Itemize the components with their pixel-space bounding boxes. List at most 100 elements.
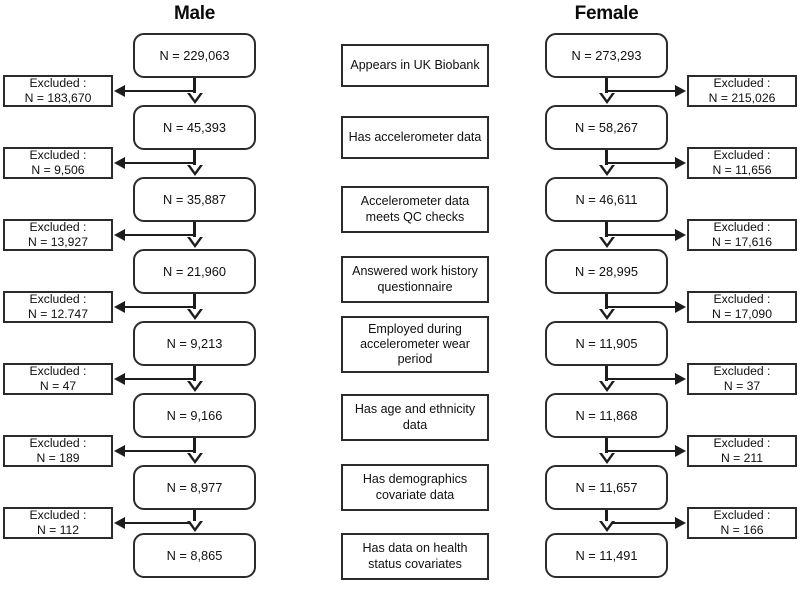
arrowhead-down-male-5 <box>186 381 203 392</box>
arrowhead-excluded-male-6 <box>114 445 125 457</box>
arrowhead-excluded-female-7 <box>675 517 686 529</box>
excluded-box-male-6: Excluded :N = 189 <box>3 435 113 467</box>
excluded-label-male-4: Excluded : <box>29 292 87 307</box>
connector-stem-male-2 <box>193 150 196 166</box>
count-box-female-5: N = 11,905 <box>545 321 668 366</box>
excluded-box-male-2: Excluded :N = 9,506 <box>3 147 113 179</box>
arrowhead-excluded-male-5 <box>114 373 125 385</box>
excluded-box-female-2: Excluded :N = 11,656 <box>687 147 797 179</box>
excluded-label-female-4: Excluded : <box>713 292 771 307</box>
criterion-box-3: Accelerometer data meets QC checks <box>341 186 489 233</box>
excluded-value-female-7: N = 166 <box>720 523 764 537</box>
connector-branch-male-2 <box>122 162 195 164</box>
excluded-value-male-4: N = 12.747 <box>28 307 88 321</box>
count-box-female-4: N = 28,995 <box>545 249 668 294</box>
connector-branch-male-6 <box>122 450 195 452</box>
column-title-male: Male <box>173 3 216 24</box>
arrowhead-excluded-male-7 <box>114 517 125 529</box>
connector-stem-male-4 <box>193 294 196 310</box>
connector-stem-female-2 <box>605 150 608 166</box>
excluded-value-male-5: N = 47 <box>39 379 77 393</box>
arrowhead-excluded-female-3 <box>675 229 686 241</box>
excluded-label-male-2: Excluded : <box>29 148 87 163</box>
connector-branch-female-3 <box>606 234 677 236</box>
arrowhead-down-male-3 <box>186 237 203 248</box>
excluded-label-female-6: Excluded : <box>713 436 771 451</box>
count-box-male-5: N = 9,213 <box>133 321 256 366</box>
arrowhead-down-female-4 <box>598 309 615 320</box>
excluded-box-male-1: Excluded :N = 183,670 <box>3 75 113 107</box>
excluded-value-male-6: N = 189 <box>36 451 80 465</box>
excluded-label-male-1: Excluded : <box>29 76 87 91</box>
arrowhead-excluded-female-4 <box>675 301 686 313</box>
criterion-box-2: Has accelerometer data <box>341 116 489 159</box>
arrowhead-down-male-1 <box>186 93 203 104</box>
excluded-value-female-3: N = 17,616 <box>712 235 772 249</box>
arrowhead-down-female-1 <box>598 93 615 104</box>
connector-stem-female-1 <box>605 78 608 94</box>
arrowhead-down-male-6 <box>186 453 203 464</box>
arrowhead-down-female-2 <box>598 165 615 176</box>
arrowhead-down-female-5 <box>598 381 615 392</box>
arrowhead-excluded-female-6 <box>675 445 686 457</box>
count-box-female-3: N = 46,611 <box>545 177 668 222</box>
arrowhead-excluded-male-1 <box>114 85 125 97</box>
connector-branch-female-5 <box>606 378 677 380</box>
count-box-male-4: N = 21,960 <box>133 249 256 294</box>
connector-branch-male-7 <box>122 522 195 524</box>
excluded-box-male-5: Excluded :N = 47 <box>3 363 113 395</box>
arrowhead-excluded-male-4 <box>114 301 125 313</box>
connector-stem-female-5 <box>605 366 608 382</box>
connector-branch-male-1 <box>122 90 195 92</box>
column-title-female: Female <box>574 3 639 24</box>
excluded-box-male-3: Excluded :N = 13,927 <box>3 219 113 251</box>
excluded-label-female-3: Excluded : <box>713 220 771 235</box>
connector-stem-female-3 <box>605 222 608 238</box>
arrowhead-down-female-7 <box>598 521 615 532</box>
excluded-value-male-7: N = 112 <box>36 523 80 537</box>
criterion-box-5: Employed during accelerometer wear perio… <box>341 316 489 373</box>
connector-stem-female-6 <box>605 438 608 454</box>
arrowhead-excluded-female-5 <box>675 373 686 385</box>
count-box-female-8: N = 11,491 <box>545 533 668 578</box>
count-box-male-3: N = 35,887 <box>133 177 256 222</box>
count-box-male-1: N = 229,063 <box>133 33 256 78</box>
connector-stem-male-7 <box>193 510 196 522</box>
connector-stem-male-6 <box>193 438 196 454</box>
count-box-female-2: N = 58,267 <box>545 105 668 150</box>
connector-branch-female-2 <box>606 162 677 164</box>
excluded-value-female-6: N = 211 <box>720 451 764 465</box>
connector-branch-male-4 <box>122 306 195 308</box>
count-box-male-6: N = 9,166 <box>133 393 256 438</box>
criterion-box-4: Answered work history questionnaire <box>341 256 489 303</box>
excluded-value-male-2: N = 9,506 <box>31 163 85 177</box>
connector-branch-male-5 <box>122 378 195 380</box>
count-box-female-6: N = 11,868 <box>545 393 668 438</box>
count-box-male-8: N = 8,865 <box>133 533 256 578</box>
excluded-box-female-6: Excluded :N = 211 <box>687 435 797 467</box>
connector-stem-male-5 <box>193 366 196 382</box>
count-box-male-7: N = 8,977 <box>133 465 256 510</box>
excluded-label-female-7: Excluded : <box>713 508 771 523</box>
excluded-label-male-6: Excluded : <box>29 436 87 451</box>
criterion-box-1: Appears in UK Biobank <box>341 44 489 87</box>
arrowhead-excluded-male-2 <box>114 157 125 169</box>
arrowhead-down-female-6 <box>598 453 615 464</box>
excluded-value-female-4: N = 17,090 <box>712 307 772 321</box>
connector-stem-female-4 <box>605 294 608 310</box>
excluded-value-male-1: N = 183,670 <box>24 91 92 105</box>
count-box-male-2: N = 45,393 <box>133 105 256 150</box>
connector-branch-female-6 <box>606 450 677 452</box>
excluded-label-male-5: Excluded : <box>29 364 87 379</box>
connector-stem-female-7 <box>605 510 608 522</box>
arrowhead-excluded-female-1 <box>675 85 686 97</box>
criterion-box-7: Has demographics covariate data <box>341 464 489 511</box>
criterion-box-6: Has age and ethnicity data <box>341 394 489 441</box>
excluded-label-female-2: Excluded : <box>713 148 771 163</box>
connector-branch-female-7 <box>606 522 677 524</box>
excluded-box-female-1: Excluded :N = 215,026 <box>687 75 797 107</box>
connector-stem-male-3 <box>193 222 196 238</box>
excluded-box-female-4: Excluded :N = 17,090 <box>687 291 797 323</box>
count-box-female-7: N = 11,657 <box>545 465 668 510</box>
